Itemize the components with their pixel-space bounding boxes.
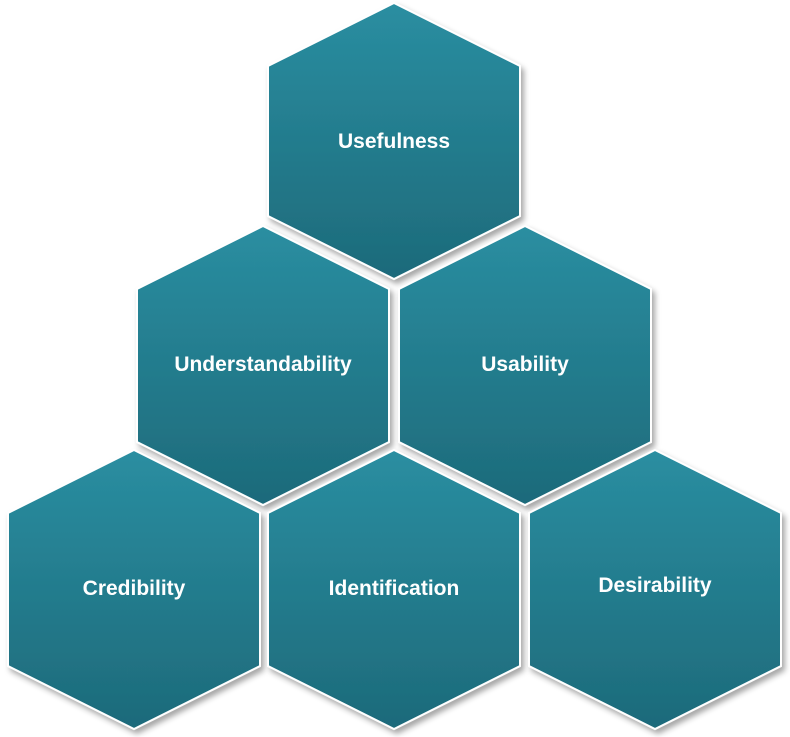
hexagon-identification-label: Identification [329,577,460,600]
hexagon-identification-shape [267,448,521,731]
hexagon-desirability: Desirability [528,448,782,731]
hexagon-understandability-shape [136,224,390,507]
hexagon-understandability-label: Understandability [174,353,352,376]
hexagon-usefulness-label: Usefulness [338,130,450,153]
hexagon-usability: Usability [398,224,652,507]
hexagon-usefulness-shape [267,1,521,281]
hexagon-identification: Identification [267,448,521,731]
hexagon-credibility-shape [7,448,261,731]
hexagon-usefulness: Usefulness [267,1,521,281]
hexagon-credibility-label: Credibility [83,577,186,600]
hexagon-usability-shape [398,224,652,507]
hexagon-desirability-label: Desirability [598,574,712,597]
hexagon-credibility: Credibility [7,448,261,731]
hexagon-desirability-shape [528,448,782,731]
hexagon-understandability: Understandability [136,224,390,507]
hexagon-usability-label: Usability [481,353,569,376]
